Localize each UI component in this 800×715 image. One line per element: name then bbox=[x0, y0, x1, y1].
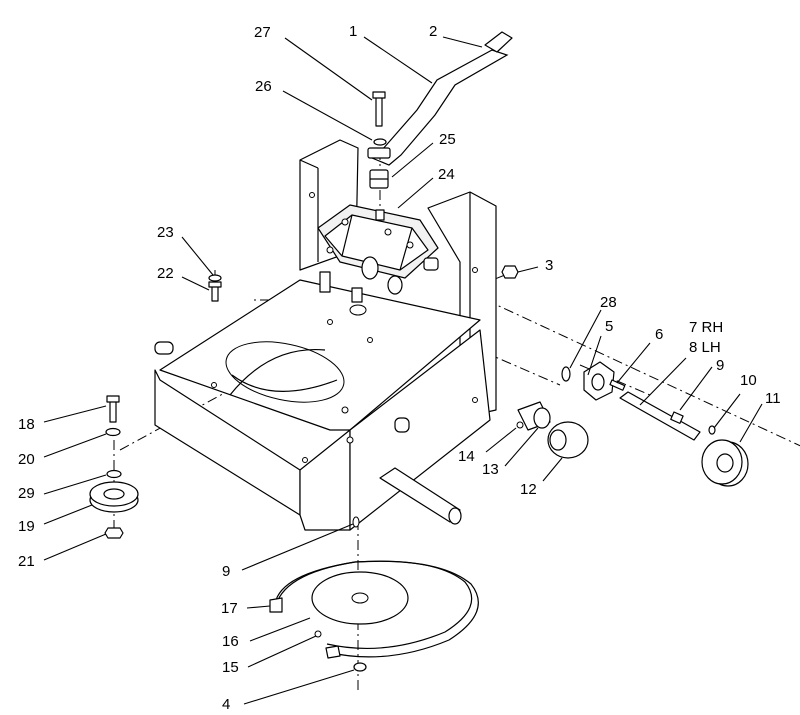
callout-18: 18 bbox=[18, 416, 35, 433]
callout-16: 16 bbox=[222, 633, 239, 650]
drive-belt bbox=[269, 516, 479, 672]
callout-9-axle: 9 bbox=[716, 357, 724, 374]
callout-3: 3 bbox=[545, 257, 553, 274]
callout-6: 6 bbox=[655, 326, 663, 343]
callout-9-belt: 9 bbox=[222, 563, 230, 580]
callout-15: 15 bbox=[222, 659, 239, 676]
callout-28: 28 bbox=[600, 294, 617, 311]
callout-11: 11 bbox=[765, 390, 781, 407]
transmission-gearbox bbox=[317, 204, 439, 303]
callout-1: 1 bbox=[349, 23, 357, 40]
callout-27: 27 bbox=[254, 24, 271, 41]
idler-pulley bbox=[89, 469, 139, 539]
callout-5: 5 bbox=[605, 318, 613, 335]
callout-25: 25 bbox=[439, 131, 456, 148]
callout-24: 24 bbox=[438, 166, 455, 183]
callout-20: 20 bbox=[18, 451, 35, 468]
callout-23: 23 bbox=[157, 224, 174, 241]
callout-4: 4 bbox=[222, 696, 230, 713]
top-hardware bbox=[369, 91, 389, 221]
callout-17: 17 bbox=[221, 600, 238, 617]
control-lever bbox=[367, 31, 513, 166]
callout-12: 12 bbox=[520, 481, 537, 498]
left-hardware bbox=[105, 274, 222, 437]
callout-8-lh: 8 LH bbox=[689, 339, 721, 356]
caster-parts bbox=[516, 401, 589, 459]
chassis-frame bbox=[154, 139, 497, 531]
callout-10: 10 bbox=[740, 372, 757, 389]
leader-lines bbox=[43, 36, 763, 705]
axle-assembly bbox=[501, 265, 749, 487]
callout-7-rh: 7 RH bbox=[689, 319, 723, 336]
callout-13: 13 bbox=[482, 461, 499, 478]
callout-29: 29 bbox=[18, 485, 35, 502]
callout-19: 19 bbox=[18, 518, 35, 535]
callout-labels: 27 1 2 26 25 24 23 22 3 28 5 6 7 RH 8 LH… bbox=[18, 23, 781, 713]
callout-21: 21 bbox=[18, 553, 35, 570]
callout-26: 26 bbox=[255, 78, 272, 95]
callout-14: 14 bbox=[458, 448, 475, 465]
callout-2: 2 bbox=[429, 23, 437, 40]
callout-22: 22 bbox=[157, 265, 174, 282]
